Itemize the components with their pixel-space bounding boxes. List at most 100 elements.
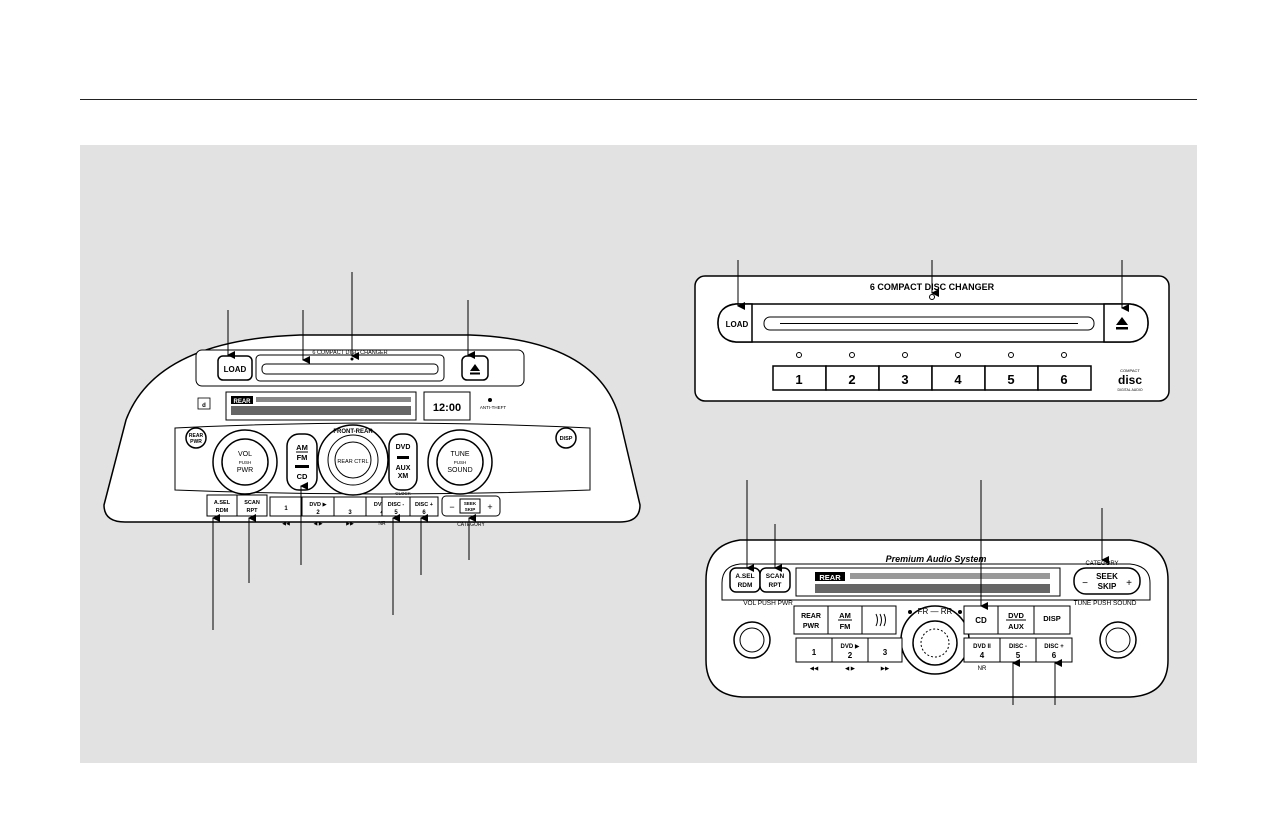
- right-fr-rr-label: FR — RR: [918, 607, 953, 616]
- svg-text:◀ ▶: ◀ ▶: [313, 521, 322, 527]
- left-clock-label: CLOCK: [395, 491, 411, 496]
- svg-text:A.SEL: A.SEL: [735, 573, 754, 580]
- svg-text:▶▶: ▶▶: [881, 666, 890, 672]
- right-rear-ctrl-knob[interactable]: [912, 620, 958, 666]
- svg-text:DISC +: DISC +: [415, 502, 433, 508]
- right-preset-row: 1 DVD ▶ 2 3 DVD II 4 DISC - 5 DISC + 6 ◀…: [795, 637, 1073, 672]
- left-changer-label: 6 COMPACT DISC CHANGER: [312, 350, 387, 356]
- right-preset-2[interactable]: [831, 637, 869, 663]
- svg-text:DISP: DISP: [560, 436, 573, 442]
- left-rear-ctrl-knob[interactable]: [334, 441, 372, 479]
- left-disp-button[interactable]: [555, 427, 577, 449]
- eject-icon: [1116, 317, 1128, 330]
- left-pointer-lines: [212, 272, 476, 630]
- svg-text:REAR: REAR: [189, 433, 204, 439]
- svg-text:PWR: PWR: [190, 439, 202, 445]
- right-xm-button[interactable]: [861, 605, 897, 635]
- knob-icon: [920, 628, 950, 658]
- left-dvd-button[interactable]: DVD: [396, 444, 411, 451]
- svg-text:RPT: RPT: [247, 508, 259, 514]
- svg-text:DISP: DISP: [1043, 614, 1061, 623]
- left-aux-button[interactable]: AUX: [396, 465, 411, 472]
- svg-text:DISC -: DISC -: [388, 502, 405, 508]
- changer-load-button[interactable]: [717, 303, 753, 343]
- right-cd-button[interactable]: [963, 605, 999, 635]
- svg-text:6: 6: [422, 510, 426, 516]
- changer-disc-4[interactable]: [931, 365, 986, 391]
- svg-text:▶▶: ▶▶: [346, 521, 354, 527]
- left-fm-button[interactable]: FM: [297, 453, 308, 462]
- left-rear-pwr-button[interactable]: [185, 427, 207, 449]
- svg-text:LOAD: LOAD: [726, 320, 749, 329]
- svg-text:4: 4: [954, 372, 962, 387]
- left-load-button[interactable]: [217, 355, 253, 381]
- left-category-label: CATEGORY: [457, 522, 485, 528]
- svg-text:AUX: AUX: [1008, 622, 1024, 631]
- svg-text:RPT: RPT: [769, 582, 782, 589]
- svg-text:+: +: [1126, 578, 1132, 589]
- right-seek-button[interactable]: [1073, 567, 1141, 595]
- left-anti-theft-label: ANTI-THEFT: [480, 405, 506, 410]
- svg-text:PWR: PWR: [803, 623, 819, 630]
- svg-text:SCAN: SCAN: [766, 573, 785, 580]
- svg-text:1: 1: [812, 648, 817, 657]
- right-brand-label: Premium Audio System: [886, 554, 987, 564]
- left-rear-indicator: REAR: [233, 399, 251, 405]
- svg-text:SKIP: SKIP: [1098, 582, 1117, 591]
- right-preset-4[interactable]: [963, 637, 1001, 663]
- svg-text:PWR: PWR: [237, 467, 253, 474]
- right-preset-6[interactable]: [1035, 637, 1073, 663]
- svg-text:4: 4: [980, 651, 985, 660]
- left-vol-knob[interactable]: [221, 438, 269, 486]
- svg-text:A.SEL: A.SEL: [214, 500, 231, 506]
- left-head-unit: LOAD 6 COMPACT DISC CHANGER d REAR 12:00…: [103, 334, 641, 528]
- right-rear-pwr-button[interactable]: [793, 605, 829, 635]
- svg-text:CD: CD: [975, 616, 987, 625]
- left-xm-button[interactable]: XM: [398, 473, 409, 480]
- cd-changer-unit: 6 COMPACT DISC CHANGER LOAD 1 2 3 4 5: [694, 275, 1170, 402]
- svg-text:+: +: [487, 502, 492, 512]
- left-preset-row: 1 DVD ▶ 2 3 DVD II 4 DISC - 5 DISC + 6 ◀…: [269, 496, 439, 527]
- svg-text:DISC -: DISC -: [1009, 644, 1027, 650]
- changer-disc-5[interactable]: [984, 365, 1039, 391]
- svg-text:◀◀: ◀◀: [810, 666, 819, 672]
- svg-text:−: −: [1082, 578, 1088, 589]
- svg-text:COMPACT: COMPACT: [1120, 368, 1140, 373]
- right-disp-button[interactable]: [1033, 605, 1071, 635]
- left-cd-button[interactable]: CD: [297, 472, 308, 481]
- svg-text:1: 1: [795, 372, 802, 387]
- svg-text:RDM: RDM: [216, 508, 229, 514]
- svg-text:NR: NR: [978, 666, 987, 672]
- changer-pointer-lines: [737, 260, 1129, 312]
- svg-text:◀ ▶: ◀ ▶: [845, 666, 856, 672]
- disc-logo-icon: COMPACT disc DIGITAL AUDIO: [1117, 368, 1142, 392]
- svg-text:SCAN: SCAN: [244, 500, 260, 506]
- svg-text:SKIP: SKIP: [465, 507, 476, 512]
- left-am-button[interactable]: AM: [296, 443, 308, 452]
- right-preset-1[interactable]: [795, 637, 833, 663]
- svg-text:SEEK: SEEK: [464, 501, 477, 506]
- svg-text:◀◀: ◀◀: [282, 521, 290, 527]
- left-front-rear-label: FRONT-REAR: [333, 429, 373, 435]
- changer-disc-6[interactable]: [1037, 365, 1092, 391]
- svg-text:AM: AM: [839, 611, 851, 620]
- right-vol-label: VOL PUSH PWR: [743, 600, 793, 607]
- svg-text:TUNE: TUNE: [450, 451, 469, 458]
- left-clock-display: 12:00: [433, 402, 461, 414]
- header-rule: [80, 99, 1197, 100]
- right-tune-label: TUNE PUSH SOUND: [1074, 600, 1137, 607]
- svg-text:PUSH: PUSH: [239, 460, 252, 465]
- svg-text:disc: disc: [1118, 373, 1142, 387]
- svg-text:REAR: REAR: [801, 613, 821, 620]
- left-tune-knob[interactable]: [436, 438, 484, 486]
- svg-text:FM: FM: [840, 622, 851, 631]
- svg-text:5: 5: [1016, 651, 1021, 660]
- svg-text:DISC +: DISC +: [1044, 644, 1064, 650]
- svg-text:3: 3: [883, 648, 888, 657]
- right-head-unit: Premium Audio System A.SEL RDM SCAN RPT …: [705, 539, 1169, 698]
- svg-text:RDM: RDM: [738, 582, 753, 589]
- svg-text:DIGITAL AUDIO: DIGITAL AUDIO: [1117, 388, 1142, 392]
- svg-text:2: 2: [848, 372, 855, 387]
- right-preset-3[interactable]: [867, 637, 903, 663]
